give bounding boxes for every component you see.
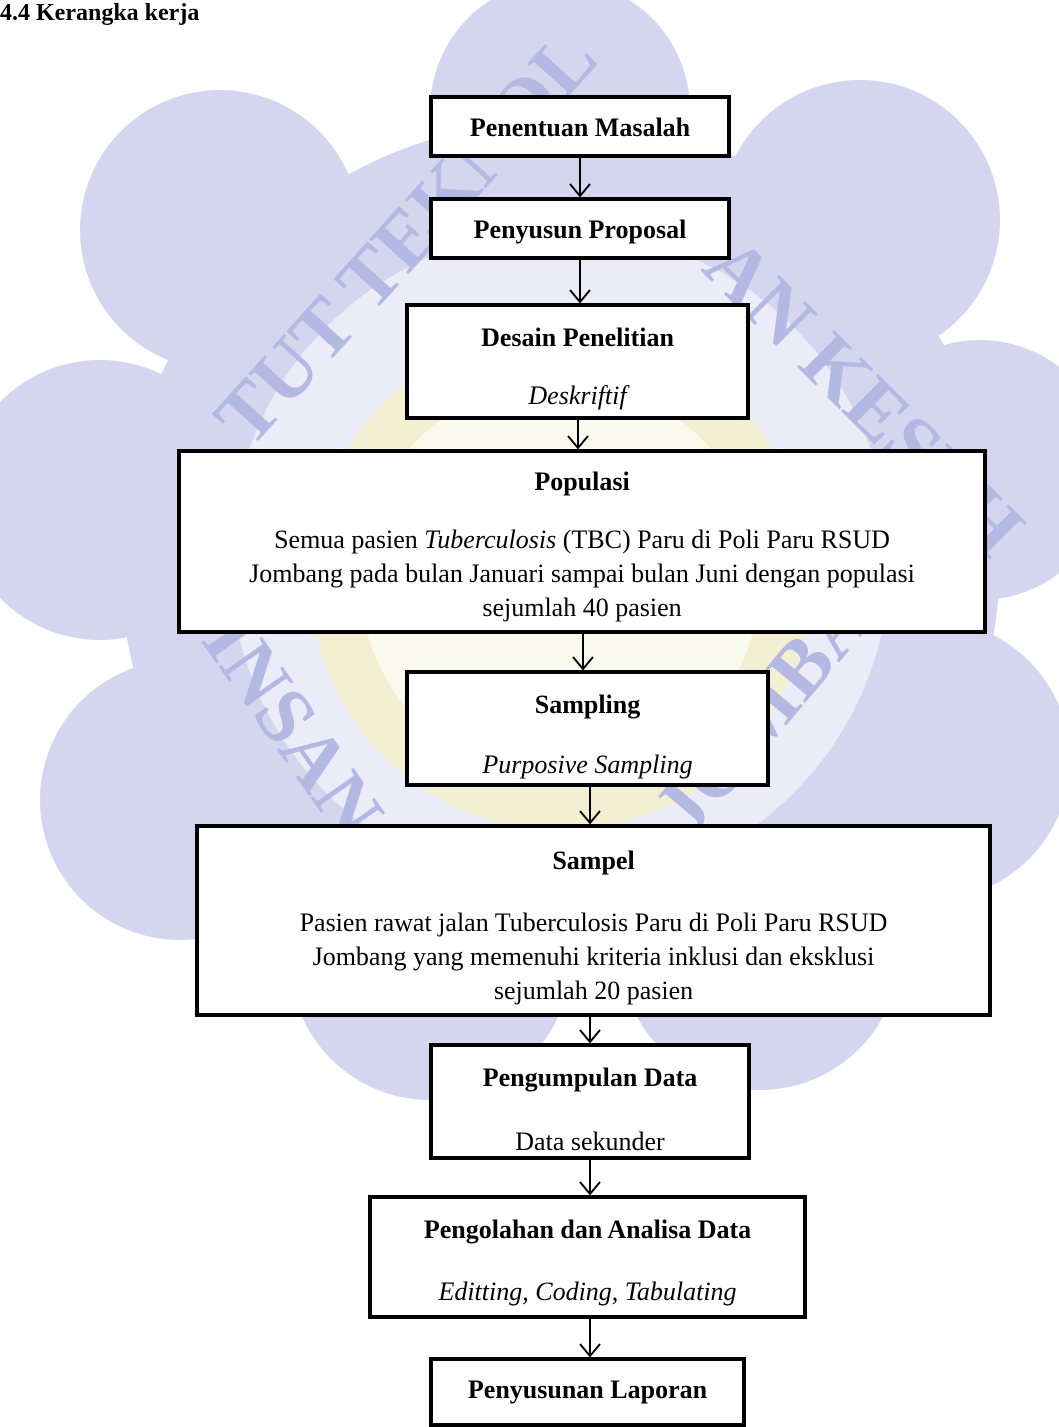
flow-box-title: Penyusun Proposal [473, 215, 687, 244]
flow-box-penentuan-masalah: Penentuan Masalah [429, 95, 731, 158]
detail-line-2: Jombang yang memenuhi kriteria inklusi d… [312, 942, 875, 971]
flow-box-title: Penyusunan Laporan [467, 1375, 708, 1404]
flow-box-detail: Pasien rawat jalan Tuberculosis Paru di … [209, 906, 978, 1008]
flow-box-title: Sampling [534, 690, 641, 719]
flow-box-title: Desain Penelitian [481, 323, 674, 352]
flow-box-detail: Semua pasien Tuberculosis (TBC) Paru di … [191, 523, 973, 625]
flow-box-sampling: Sampling Purposive Sampling [405, 670, 770, 787]
detail-line-2: Jombang pada bulan Januari sampai bulan … [249, 559, 915, 588]
flow-box-populasi: Populasi Semua pasien Tuberculosis (TBC)… [177, 449, 987, 634]
flow-box-penyusunan-laporan: Penyusunan Laporan [429, 1357, 746, 1427]
detail-line-3: sejumlah 20 pasien [493, 976, 694, 1005]
section-heading: 4.4 Kerangka kerja [0, 0, 200, 26]
flow-box-penyusun-proposal: Penyusun Proposal [429, 197, 731, 260]
flow-box-detail: Editting, Coding, Tabulating [438, 1277, 737, 1306]
flow-box-title: Pengolahan dan Analisa Data [423, 1215, 752, 1244]
flow-box-title: Sampel [552, 846, 635, 875]
flow-box-detail: Deskriftif [528, 381, 627, 410]
detail-line-3: sejumlah 40 pasien [482, 593, 682, 622]
flow-box-pengumpulan-data: Pengumpulan Data Data sekunder [429, 1043, 751, 1160]
detail-line-1: Pasien rawat jalan Tuberculosis Paru di … [299, 908, 888, 937]
flow-box-desain-penelitian: Desain Penelitian Deskriftif [405, 303, 750, 420]
flow-box-detail: Purposive Sampling [482, 750, 693, 779]
detail-line-1: Semua pasien Tuberculosis (TBC) Paru di … [274, 525, 890, 554]
flow-box-title: Penentuan Masalah [469, 113, 691, 142]
flow-box-detail: Data sekunder [515, 1127, 665, 1156]
flow-box-title: Pengumpulan Data [482, 1063, 698, 1092]
flow-box-sampel: Sampel Pasien rawat jalan Tuberculosis P… [195, 824, 992, 1017]
flow-box-pengolahan-analisa-data: Pengolahan dan Analisa Data Editting, Co… [368, 1195, 807, 1319]
flow-box-title: Populasi [534, 467, 630, 496]
